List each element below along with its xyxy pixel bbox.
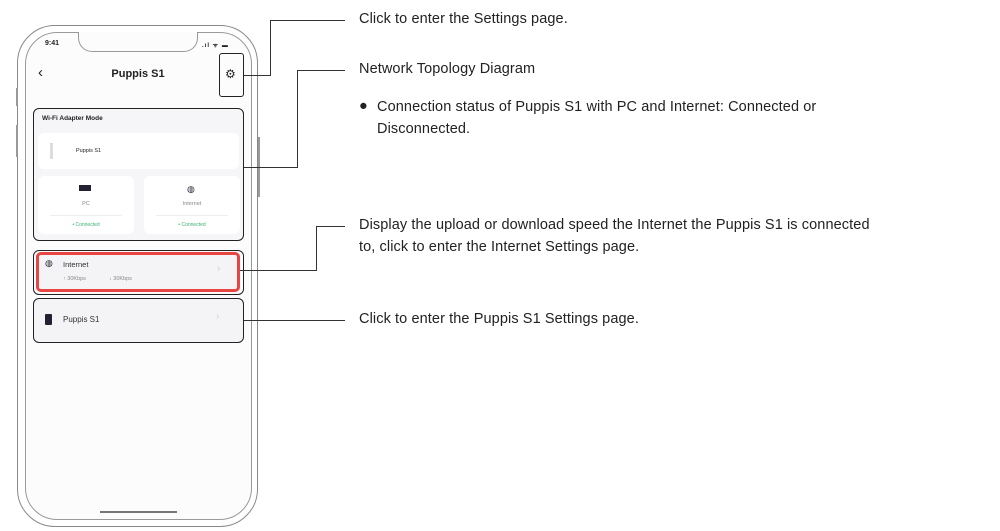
pc-status: • Connected: [72, 222, 100, 228]
pc-label: PC: [82, 201, 90, 207]
device-name: Puppis S1: [76, 148, 102, 154]
device-node: Puppis S1: [38, 133, 239, 169]
upload-speed: ↑ 30Kbps: [63, 276, 86, 282]
settings-button[interactable]: ⚙: [219, 53, 244, 97]
bullet-icon: ●: [359, 98, 368, 114]
callout-line: [270, 20, 345, 21]
home-indicator: [100, 511, 177, 513]
phone-side-button: [16, 125, 18, 157]
callout-topology-bullet-cont: Disconnected.: [377, 121, 471, 137]
page-title: Puppis S1: [111, 68, 165, 80]
callout-settings: Click to enter the Settings page.: [359, 11, 568, 27]
internet-status: • Connected: [178, 222, 206, 228]
download-speed: ↓ 30Kbps: [109, 276, 132, 282]
callout-line: [270, 20, 271, 76]
internet-row[interactable]: ◍ Internet ↑ 30Kbps ↓ 30Kbps ›: [36, 252, 240, 292]
internet-row-label: Internet: [63, 260, 89, 269]
internet-row-outline: [33, 250, 244, 295]
gear-icon: ⚙: [225, 67, 236, 81]
pc-node: PC • Connected: [38, 176, 134, 234]
mode-title: Wi-Fi Adapter Mode: [42, 115, 103, 122]
globe-icon: ◍: [187, 184, 195, 194]
chevron-right-icon: ›: [217, 263, 221, 274]
device-icon: [45, 314, 52, 325]
callout-internet-cont: to, click to enter the Internet Settings…: [359, 239, 640, 255]
callout-topology-bullet: Connection status of Puppis S1 with PC a…: [377, 99, 817, 115]
internet-node: ◍ Internet • Connected: [144, 176, 240, 234]
status-icons: .ıl ᯤ ▬: [202, 43, 229, 49]
callout-internet: Display the upload or download speed the…: [359, 217, 870, 233]
status-time: 9:41: [45, 40, 60, 47]
monitor-icon: [79, 185, 91, 191]
callout-line: [240, 270, 316, 271]
globe-icon: ◍: [45, 258, 53, 268]
callout-line: [297, 70, 345, 71]
callout-line: [244, 320, 345, 321]
callout-topology: Network Topology Diagram: [359, 61, 536, 77]
back-button[interactable]: ‹: [38, 64, 43, 81]
device-row-label: Puppis S1: [63, 315, 100, 324]
device-icon: [50, 143, 53, 159]
callout-line: [297, 70, 298, 168]
callout-line: [244, 167, 297, 168]
phone-side-button: [16, 88, 18, 106]
callout-line: [316, 226, 345, 227]
topology-card: Wi-Fi Adapter Mode Puppis S1 PC • Connec…: [33, 108, 244, 241]
callout-device: Click to enter the Puppis S1 Settings pa…: [359, 311, 639, 327]
chevron-right-icon: ›: [216, 311, 220, 322]
phone-notch: [78, 32, 198, 52]
callout-line: [316, 226, 317, 271]
device-row[interactable]: Puppis S1 ›: [33, 298, 244, 343]
callout-line: [244, 75, 271, 76]
internet-label: Internet: [182, 201, 202, 207]
